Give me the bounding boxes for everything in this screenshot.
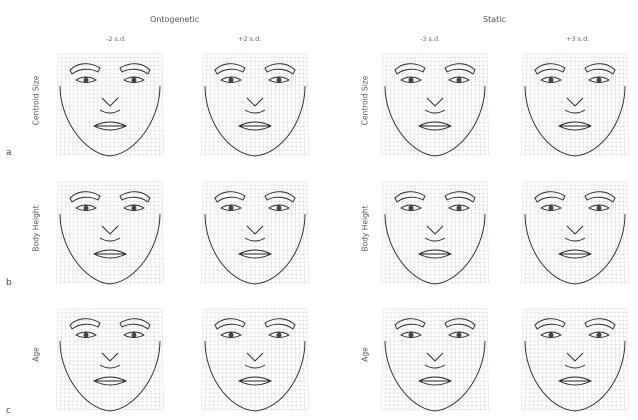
right-brow [120,192,150,202]
right-pupil [457,333,462,338]
face-grid-figure [375,50,495,160]
left-pupil [409,78,414,83]
left-pupil [409,333,414,338]
left-brow [395,319,425,329]
left-pupil [409,206,414,211]
deformation-grid [56,181,163,284]
deformation-grid [56,308,163,411]
row-label-body-height-right: Body Height [361,194,370,264]
right-brow [265,192,295,202]
right-pupil [457,78,462,83]
column-label-ontogenetic-minus: -2 s.d. [106,35,126,43]
row-label-body-height-left: Body Height [32,194,41,264]
column-label-static-plus: +3 s.d. [566,35,589,43]
deformation-grid [201,181,308,284]
left-brow [70,192,100,202]
deformation-grid [381,181,488,284]
right-pupil [132,78,137,83]
row-label-centroid-size-right: Centroid Size [361,66,370,136]
face-grid-figure [195,50,315,160]
left-brow [70,64,100,74]
left-brow [215,192,245,202]
row-label-centroid-size-left: Centroid Size [32,66,41,136]
left-pupil [229,333,234,338]
column-label-static-minus: -3 s.d. [420,35,440,43]
face-grid-figure [50,305,170,415]
right-brow [445,319,475,329]
deformation-grid [521,181,628,284]
row-label-age-left: Age [32,320,41,390]
left-brow [535,192,565,202]
deformation-grid [521,308,628,411]
left-brow [215,64,245,74]
face-panel-a-ontogenetic-plus [195,50,315,160]
right-brow [265,319,295,329]
right-brow [120,319,150,329]
left-pupil [549,206,554,211]
face-panel-a-static-plus [515,50,635,160]
right-pupil [132,333,137,338]
right-brow [585,192,615,202]
right-brow [585,319,615,329]
right-pupil [597,333,602,338]
deformation-grid [381,53,488,156]
left-brow [395,192,425,202]
face-panel-c-ontogenetic-plus [195,305,315,415]
left-pupil [229,78,234,83]
face-grid-figure [375,305,495,415]
group-title-ontogenetic: Ontogenetic [150,15,199,24]
right-pupil [457,206,462,211]
face-grid-figure [375,178,495,288]
face-panel-b-static-plus [515,178,635,288]
right-pupil [277,206,282,211]
face-panel-b-ontogenetic-minus [50,178,170,288]
right-pupil [277,333,282,338]
face-grid-figure [515,178,635,288]
left-pupil [84,206,89,211]
column-label-ontogenetic-plus: +2 s.d. [238,35,261,43]
right-pupil [132,206,137,211]
left-brow [535,319,565,329]
deformation-grid [201,53,308,156]
face-panel-a-static-minus [375,50,495,160]
face-panel-b-ontogenetic-plus [195,178,315,288]
deformation-grid [56,53,163,156]
left-pupil [549,333,554,338]
left-pupil [84,333,89,338]
deformation-grid [521,53,628,156]
face-grid-figure [195,178,315,288]
group-title-static: Static [483,15,506,24]
face-panel-c-static-plus [515,305,635,415]
right-brow [120,64,150,74]
face-panel-c-static-minus [375,305,495,415]
right-brow [265,64,295,74]
left-brow [215,319,245,329]
row-letter-c: c [6,406,11,416]
face-grid-figure [50,50,170,160]
right-pupil [597,78,602,83]
deformation-grid [201,308,308,411]
row-letter-a: a [6,148,12,158]
left-brow [395,64,425,74]
left-pupil [84,78,89,83]
face-grid-figure [50,178,170,288]
right-pupil [597,206,602,211]
row-label-age-right: Age [361,320,370,390]
right-brow [445,64,475,74]
face-panel-a-ontogenetic-minus [50,50,170,160]
right-pupil [277,78,282,83]
right-brow [445,192,475,202]
left-brow [70,319,100,329]
face-grid-figure [515,50,635,160]
face-panel-b-static-minus [375,178,495,288]
left-pupil [229,206,234,211]
left-pupil [549,78,554,83]
face-grid-figure [515,305,635,415]
right-brow [585,64,615,74]
deformation-grid [381,308,488,411]
left-brow [535,64,565,74]
face-panel-c-ontogenetic-minus [50,305,170,415]
face-grid-figure [195,305,315,415]
row-letter-b: b [6,278,12,288]
